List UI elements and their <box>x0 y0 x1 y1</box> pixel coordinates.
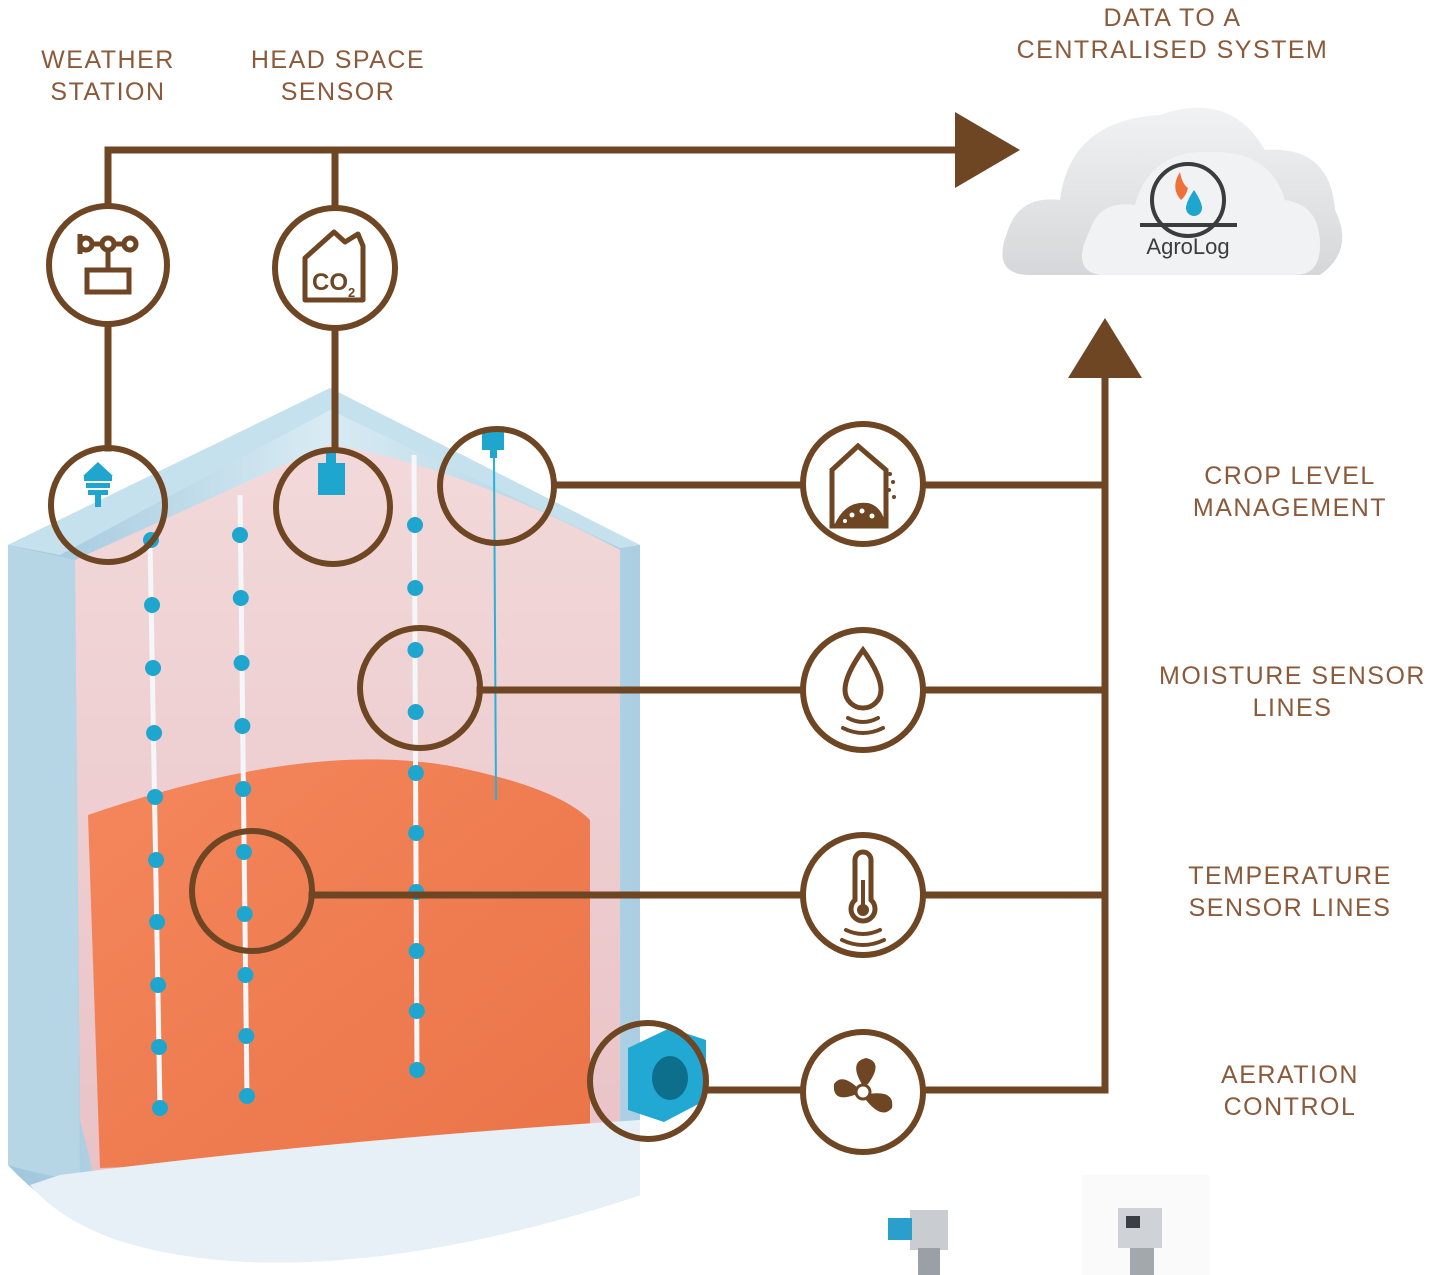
sensor-node <box>407 642 424 658</box>
label-line: MANAGEMENT <box>1192 494 1388 522</box>
sensor-node <box>234 718 251 734</box>
label-line: CONTROL <box>1223 1093 1357 1121</box>
product-photo-2 <box>1082 1175 1210 1275</box>
label-aeration: AERATION CONTROL <box>1190 1059 1390 1123</box>
ring-crop-level <box>437 426 557 546</box>
crop-fill <box>88 759 590 1168</box>
co2-label: CO <box>312 269 348 296</box>
label-weather-station: WEATHER STATION <box>18 44 198 108</box>
connector-lines <box>104 146 1109 1094</box>
sensor-node <box>408 943 425 959</box>
sensor-cable-1 <box>147 539 163 1111</box>
crop-level-probe <box>482 432 504 801</box>
ring-aeration <box>587 1020 709 1142</box>
label-centralised-system: DATA TO A CENTRALISED SYSTEM <box>1000 2 1345 66</box>
label-moisture: MOISTURE SENSOR LINES <box>1150 660 1435 724</box>
sensor-node <box>232 527 248 543</box>
sensor-cable-3 <box>411 454 420 1073</box>
label-line: CROP LEVEL <box>1204 462 1376 490</box>
sensor-node <box>407 765 424 781</box>
product-photo-1 <box>880 1180 972 1275</box>
cloud-icon <box>1002 107 1343 275</box>
agrolog-logo: AgroLog <box>1140 162 1237 259</box>
sensor-node <box>233 655 250 671</box>
label-line: DATA TO A <box>1103 4 1242 32</box>
sensor-node <box>236 906 253 922</box>
water-drop-icon <box>1186 190 1202 216</box>
sensor-node <box>232 590 249 606</box>
sensor-node <box>150 977 167 993</box>
sensor-node <box>407 517 423 533</box>
head-space-device <box>318 452 345 495</box>
sensor-node <box>147 789 164 805</box>
aeration-fan-unit <box>628 1028 706 1122</box>
sensor-node <box>408 825 425 841</box>
arrow-up-icon <box>1068 318 1142 378</box>
ring-moisture <box>357 625 483 751</box>
label-line: LINES <box>1252 694 1333 722</box>
label-line: STATION <box>50 78 166 106</box>
ring-temperature <box>189 828 315 954</box>
anemometer-icon <box>46 203 170 327</box>
silo-grain-level-icon <box>800 421 926 547</box>
sensor-node <box>239 1088 255 1104</box>
sensor-node <box>145 660 162 676</box>
agrolog-brand: AgroLog <box>1146 234 1229 259</box>
ring-weather <box>48 445 168 565</box>
highlight-rings <box>48 426 709 1142</box>
sensor-node <box>407 704 424 720</box>
co2-subscript: 2 <box>348 285 355 300</box>
label-crop-level: CROP LEVEL MANAGEMENT <box>1170 460 1410 524</box>
label-temperature: TEMPERATURE SENSOR LINES <box>1170 860 1410 924</box>
water-drop-signal-icon <box>800 627 926 753</box>
sensor-node <box>407 580 424 596</box>
label-line: TEMPERATURE <box>1188 862 1392 890</box>
sensor-node <box>148 852 165 868</box>
sensor-node <box>237 967 254 983</box>
sensor-node <box>144 597 161 613</box>
weather-station-device <box>83 462 113 507</box>
thermometer-signal-icon <box>800 832 926 958</box>
label-line: SENSOR <box>280 78 396 106</box>
label-line: HEAD SPACE <box>250 46 426 74</box>
sensor-node <box>149 914 166 930</box>
label-line: MOISTURE SENSOR <box>1159 662 1426 690</box>
sensor-node <box>151 1039 168 1055</box>
flame-icon <box>1175 172 1188 200</box>
sensor-node <box>409 1062 425 1078</box>
label-line: CENTRALISED SYSTEM <box>1016 36 1329 64</box>
sensor-node <box>152 1100 168 1116</box>
ring-head-space <box>273 447 393 567</box>
label-line: AERATION <box>1221 1061 1359 1089</box>
label-line: SENSOR LINES <box>1188 894 1392 922</box>
sensor-node <box>408 1003 425 1019</box>
sensor-node <box>235 844 252 860</box>
label-line: WEATHER <box>41 46 175 74</box>
sensor-node <box>235 781 252 797</box>
label-head-space-sensor: HEAD SPACE SENSOR <box>233 44 443 108</box>
arrow-right-icon <box>955 112 1020 188</box>
fan-icon <box>800 1029 926 1155</box>
sensor-node <box>238 1028 255 1044</box>
sensor-node <box>146 725 163 741</box>
co2-building-icon: CO 2 <box>272 205 398 331</box>
